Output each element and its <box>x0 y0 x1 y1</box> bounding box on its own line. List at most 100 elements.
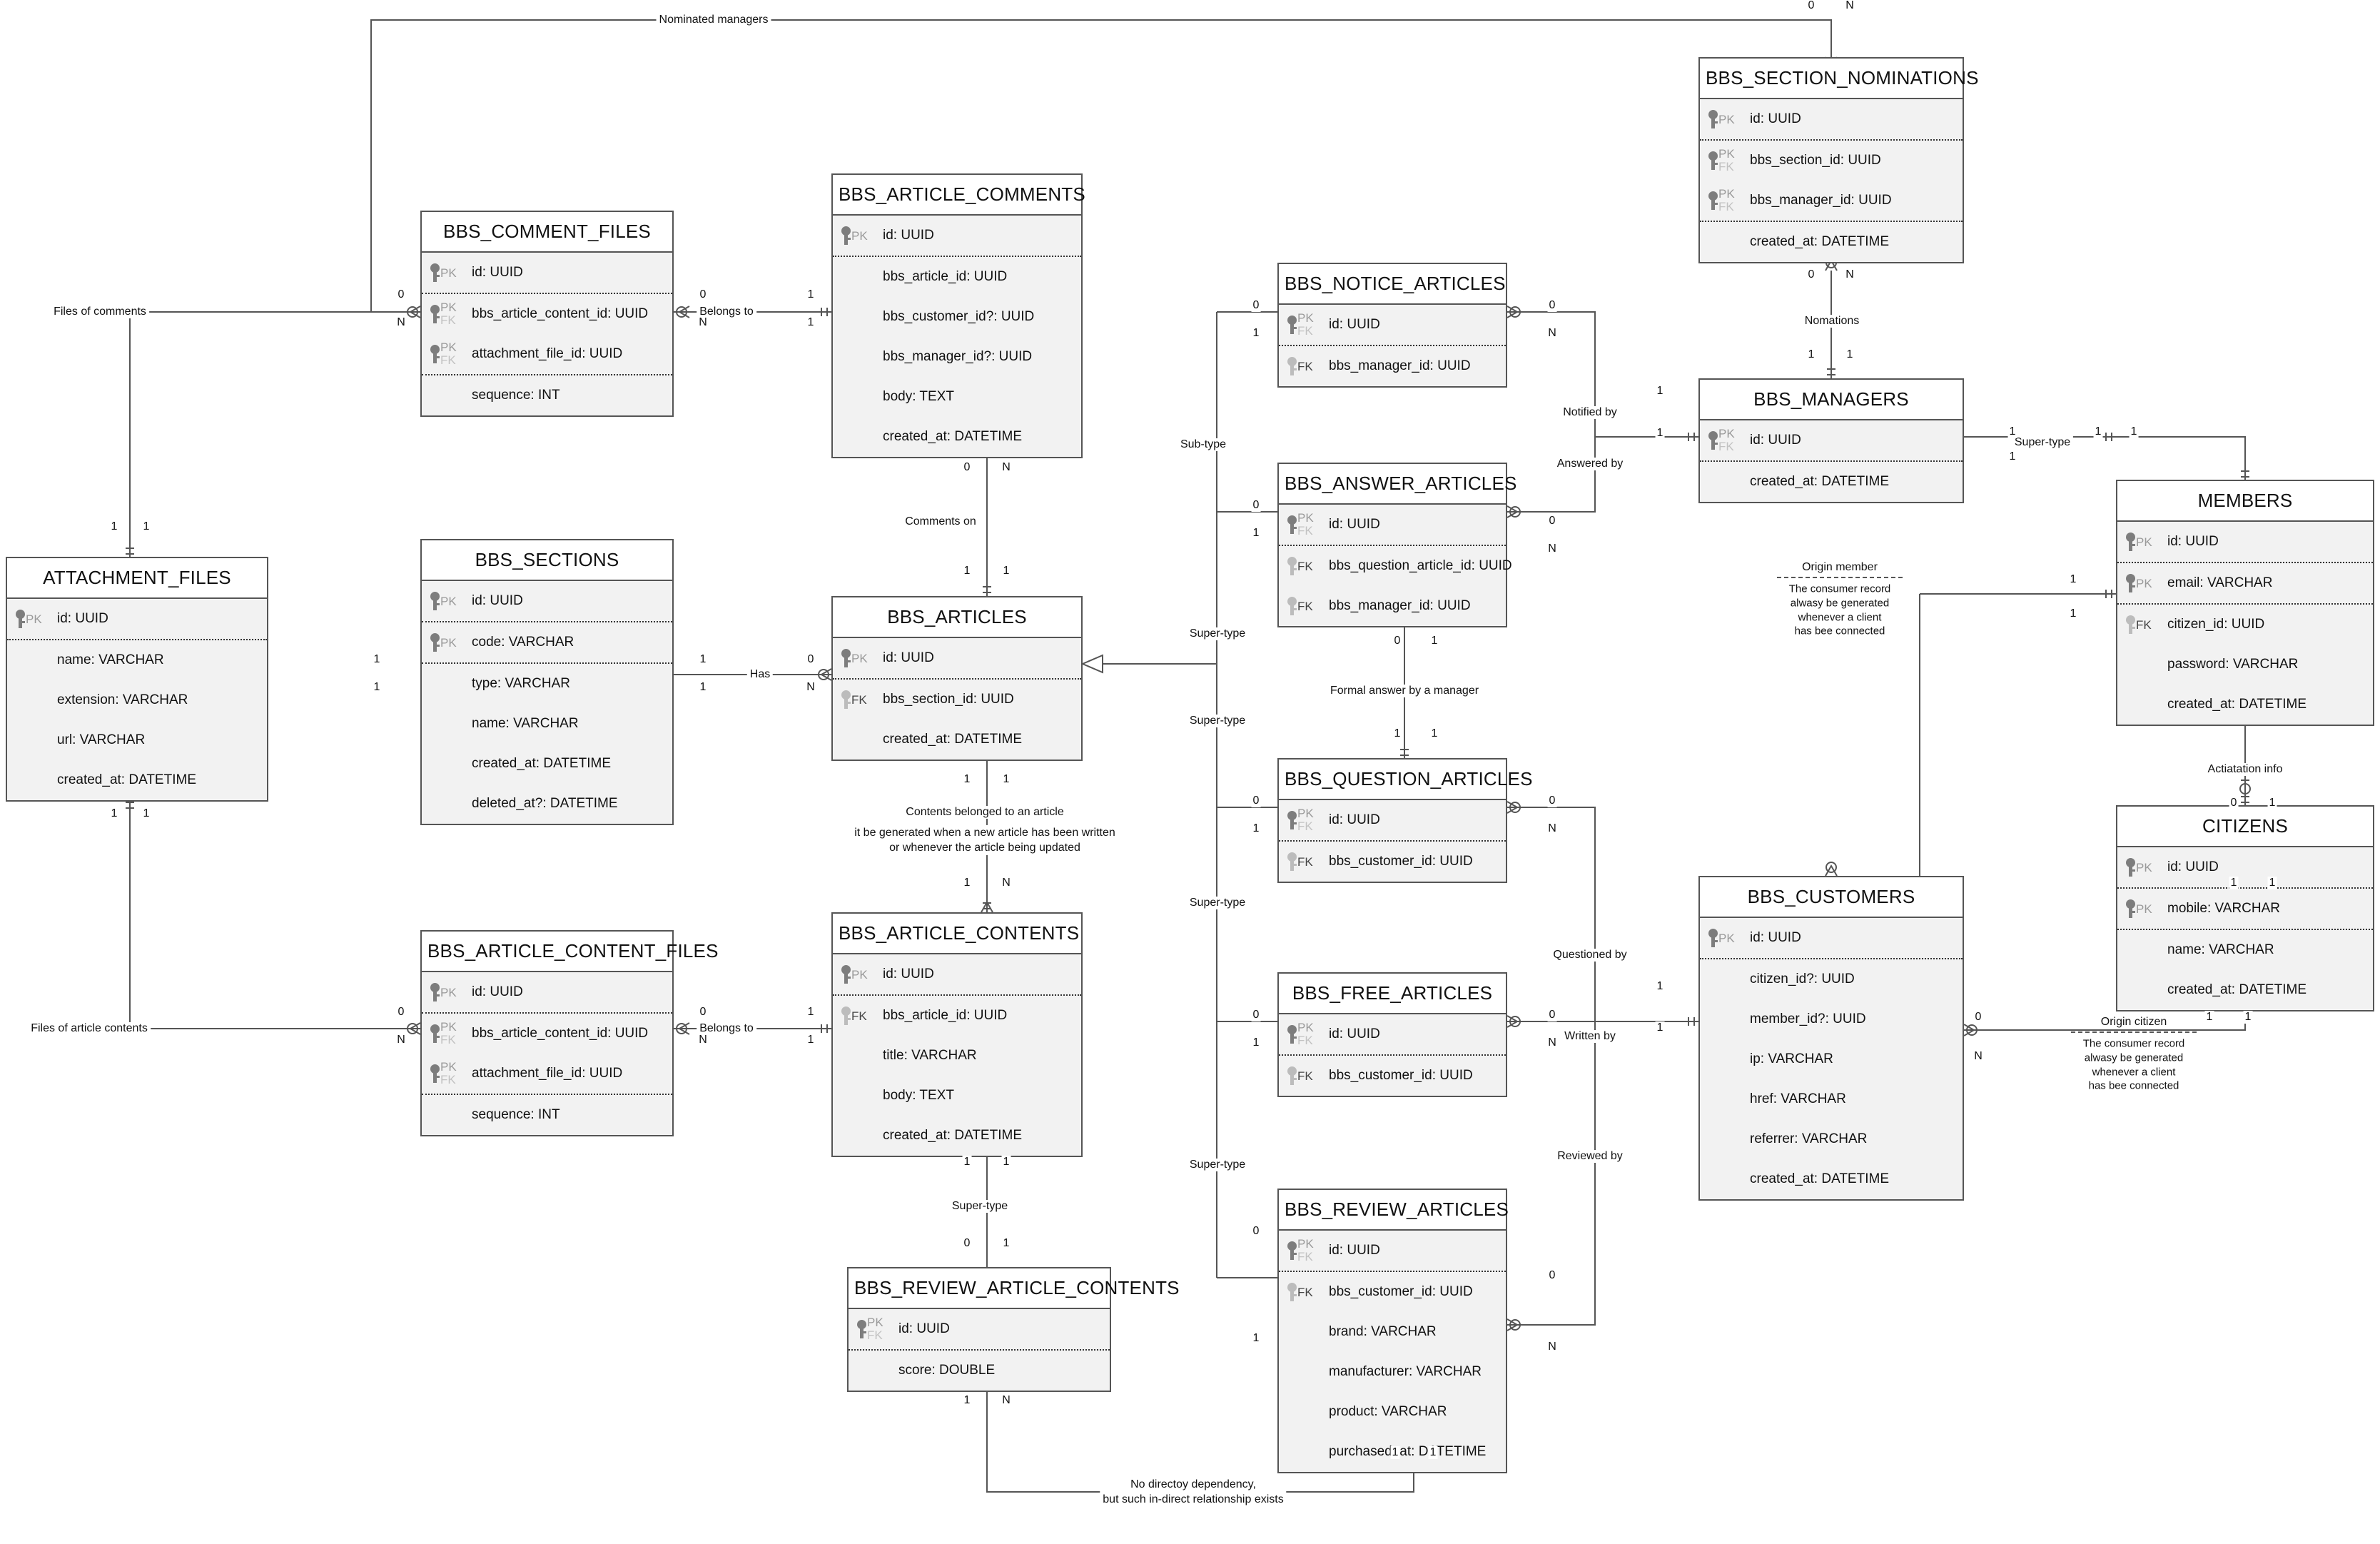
field-row[interactable]: body: TEXT <box>833 1076 1081 1116</box>
field-row[interactable]: extension: VARCHAR <box>7 680 267 720</box>
field-row[interactable]: created_at: DATETIME <box>1700 1159 1963 1199</box>
cardinality-marker: 0 <box>1973 1011 1983 1024</box>
field-row[interactable]: bbs_article_id: UUID <box>833 257 1081 297</box>
field-row[interactable]: title: VARCHAR <box>833 1036 1081 1076</box>
field-row[interactable]: member_id?: UUID <box>1700 999 1963 1039</box>
field-name: bbs_article_id: UUID <box>883 1008 1008 1023</box>
field-row[interactable]: created_at: DATETIME <box>1700 222 1963 262</box>
field-row[interactable]: created_at: DATETIME <box>833 720 1081 760</box>
field-row[interactable]: name: VARCHAR <box>7 640 267 680</box>
cardinality-marker: 1 <box>1429 635 1439 647</box>
field-row[interactable]: url: VARCHAR <box>7 720 267 760</box>
cardinality-marker: 1 <box>2007 450 2017 463</box>
field-row[interactable]: brand: VARCHAR <box>1279 1312 1506 1352</box>
field-row[interactable]: manufacturer: VARCHAR <box>1279 1352 1506 1392</box>
field-row[interactable]: score: DOUBLE <box>849 1351 1110 1391</box>
field-row[interactable]: ip: VARCHAR <box>1700 1039 1963 1079</box>
field-row[interactable]: name: VARCHAR <box>2117 930 2373 970</box>
field-row[interactable]: created_at: DATETIME <box>2117 970 2373 1010</box>
field-row[interactable]: sequence: INT <box>422 1095 672 1135</box>
cardinality-marker: 0 <box>396 288 406 301</box>
field-row[interactable]: referrer: VARCHAR <box>1700 1119 1963 1159</box>
field-row[interactable]: bbs_manager_id?: UUID <box>833 337 1081 377</box>
field-row[interactable]: product: VARCHAR <box>1279 1392 1506 1432</box>
field-row[interactable]: password: VARCHAR <box>2117 645 2373 685</box>
field-row[interactable]: deleted_at?: DATETIME <box>422 784 672 824</box>
field-row[interactable]: citizen_id?: UUID <box>1700 959 1963 999</box>
field-row[interactable]: purchased_at: DATETIME <box>1279 1432 1506 1472</box>
field-row[interactable]: bbs_customer_id?: UUID <box>833 297 1081 337</box>
field-row[interactable]: created_at: DATETIME <box>7 760 267 800</box>
field-row[interactable]: created_at: DATETIME <box>833 417 1081 457</box>
note-divider-origin-citizen <box>2071 1031 2197 1033</box>
field-name: bbs_customer_id: UUID <box>1329 854 1473 869</box>
field-row[interactable]: created_at: DATETIME <box>833 1116 1081 1156</box>
field-row[interactable]: created_at: DATETIME <box>1700 462 1963 502</box>
field-row[interactable]: sequence: INT <box>422 375 672 415</box>
field-row[interactable]: created_at: DATETIME <box>422 744 672 784</box>
field-row[interactable]: href: VARCHAR <box>1700 1079 1963 1119</box>
field-row[interactable]: name: VARCHAR <box>422 704 672 744</box>
field-row[interactable]: type: VARCHAR <box>422 664 672 704</box>
field-row[interactable]: created_at: DATETIME <box>2117 685 2373 725</box>
field-row[interactable]: body: TEXT <box>833 377 1081 417</box>
